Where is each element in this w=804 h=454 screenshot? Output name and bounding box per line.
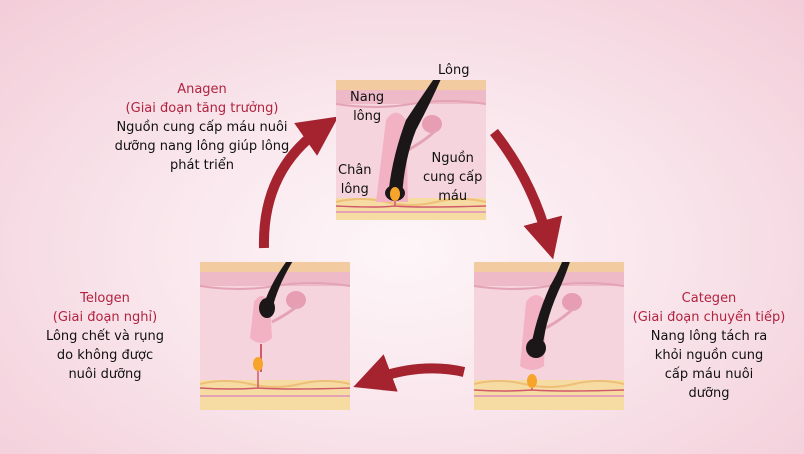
- label-blood-supply-line-1: Nguồn: [431, 151, 474, 166]
- label-root-line-2: lông: [340, 182, 369, 197]
- arrow-anagen-to-categen: [490, 128, 563, 260]
- anagen-subtitle: (Giai đoạn tăng trưởng): [125, 101, 279, 116]
- categen-desc-line-4: dưỡng: [688, 386, 730, 401]
- categen-desc-line-2: khỏi nguồn cung: [654, 348, 764, 363]
- categen-text: Categen (Giai đoạn chuyển tiếp) Nang lôn…: [620, 289, 798, 403]
- arrow-telogen-to-anagen: [258, 116, 339, 249]
- telogen-text: Telogen (Giai đoạn nghỉ) Lông chết và rụ…: [20, 289, 190, 384]
- label-hair: Lông: [438, 63, 470, 78]
- label-root-line-1: Chân: [338, 163, 372, 178]
- arrow-categen-to-telogen: [353, 354, 466, 392]
- label-blood-supply-line-2: cung cấp: [423, 170, 483, 185]
- label-blood-supply-line-3: máu: [438, 189, 468, 204]
- telogen-desc-line-2: do không được: [56, 348, 154, 363]
- telogen-illustration: [200, 262, 350, 410]
- categen-illustration: [474, 262, 624, 410]
- label-root: Chân lông: [338, 161, 372, 199]
- anagen-desc-line-1: Nguồn cung cấp máu nuôi: [116, 120, 288, 135]
- anagen-desc-line-3: phát triển: [170, 158, 234, 173]
- telogen-desc-line-1: Lông chết và rụng: [45, 329, 165, 344]
- anagen-title: Anagen: [177, 82, 227, 97]
- label-follicle-line-2: lông: [353, 109, 382, 124]
- label-blood-supply: Nguồn cung cấp máu: [423, 149, 482, 206]
- telogen-subtitle: (Giai đoạn nghỉ): [52, 310, 158, 325]
- anagen-desc-line-2: dưỡng nang lông giúp lông: [114, 139, 290, 154]
- telogen-title: Telogen: [80, 291, 130, 306]
- anagen-illustration: [336, 80, 486, 220]
- telogen-desc-line-3: nuôi dưỡng: [68, 367, 142, 382]
- categen-subtitle: (Giai đoạn chuyển tiếp): [632, 310, 786, 325]
- label-follicle-line-1: Nang: [350, 90, 385, 105]
- categen-desc-line-3: cấp máu nuôi: [664, 367, 754, 382]
- categen-title: Categen: [681, 291, 737, 306]
- categen-desc-line-1: Nang lông tách ra: [650, 329, 768, 344]
- label-follicle: Nang lông: [350, 88, 384, 126]
- anagen-text: Anagen (Giai đoạn tăng trưởng) Nguồn cun…: [82, 80, 322, 175]
